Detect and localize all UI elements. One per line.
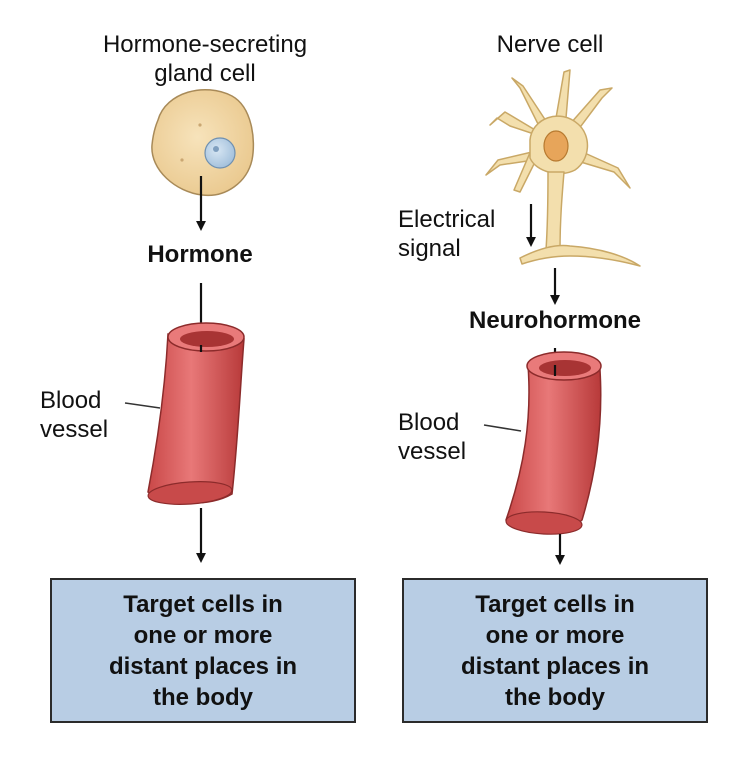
blood-vessel-icon: [147, 322, 245, 505]
target-cells-text-left: Target cells in one or more distant plac…: [108, 590, 298, 711]
electrical-signal-label: Electrical signal: [398, 206, 496, 262]
nerve-cell-label: Nerve cell: [496, 31, 604, 58]
hormone-label: Hormone: [147, 241, 253, 268]
neurohormone-label: Neurohormone: [468, 307, 641, 334]
gland-cell-label: Hormone-secreting gland cell: [102, 31, 308, 87]
vessel-pointer-left: [124, 402, 161, 409]
target-cells-box-left: Target cells in one or more distant plac…: [50, 578, 356, 723]
target-cells-box-right: Target cells in one or more distant plac…: [402, 578, 708, 723]
blood-vessel-label-right: Blood vessel: [398, 409, 467, 465]
vessel-pointer-right: [483, 424, 522, 432]
blood-vessel-label-left: Blood vessel: [40, 387, 109, 443]
blood-vessel-icon: [505, 351, 602, 535]
nerve-nucleus: [543, 130, 569, 162]
target-cells-text-right: Target cells in one or more distant plac…: [460, 590, 650, 711]
gland-cell-icon: [151, 88, 255, 197]
